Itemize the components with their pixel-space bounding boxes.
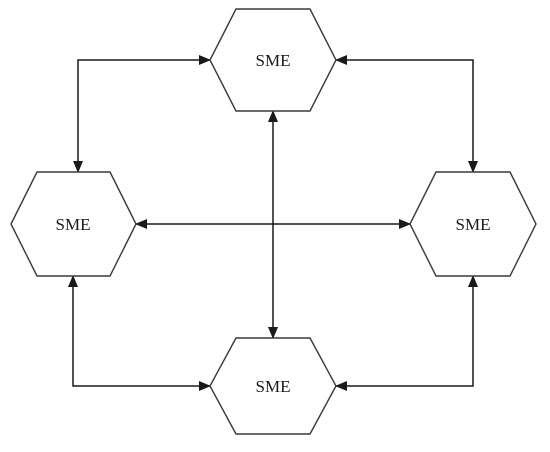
node-label: SME [456,215,491,234]
hexagon-shape [409,171,537,277]
hexagon-shape [10,171,137,277]
node-label: SME [56,215,91,234]
connector-left-top [73,55,211,173]
node-bottom: SME [209,337,337,435]
hexagon-shape [209,337,337,435]
connector-left-bottom [68,275,211,391]
connector-bottom-right [335,275,478,391]
node-left: SME [10,171,137,277]
node-right: SME [409,171,537,277]
node-label: SME [256,377,291,396]
connector-top-right [335,55,478,173]
node-label: SME [256,51,291,70]
hexagon-shape [209,8,337,112]
node-top: SME [209,8,337,112]
